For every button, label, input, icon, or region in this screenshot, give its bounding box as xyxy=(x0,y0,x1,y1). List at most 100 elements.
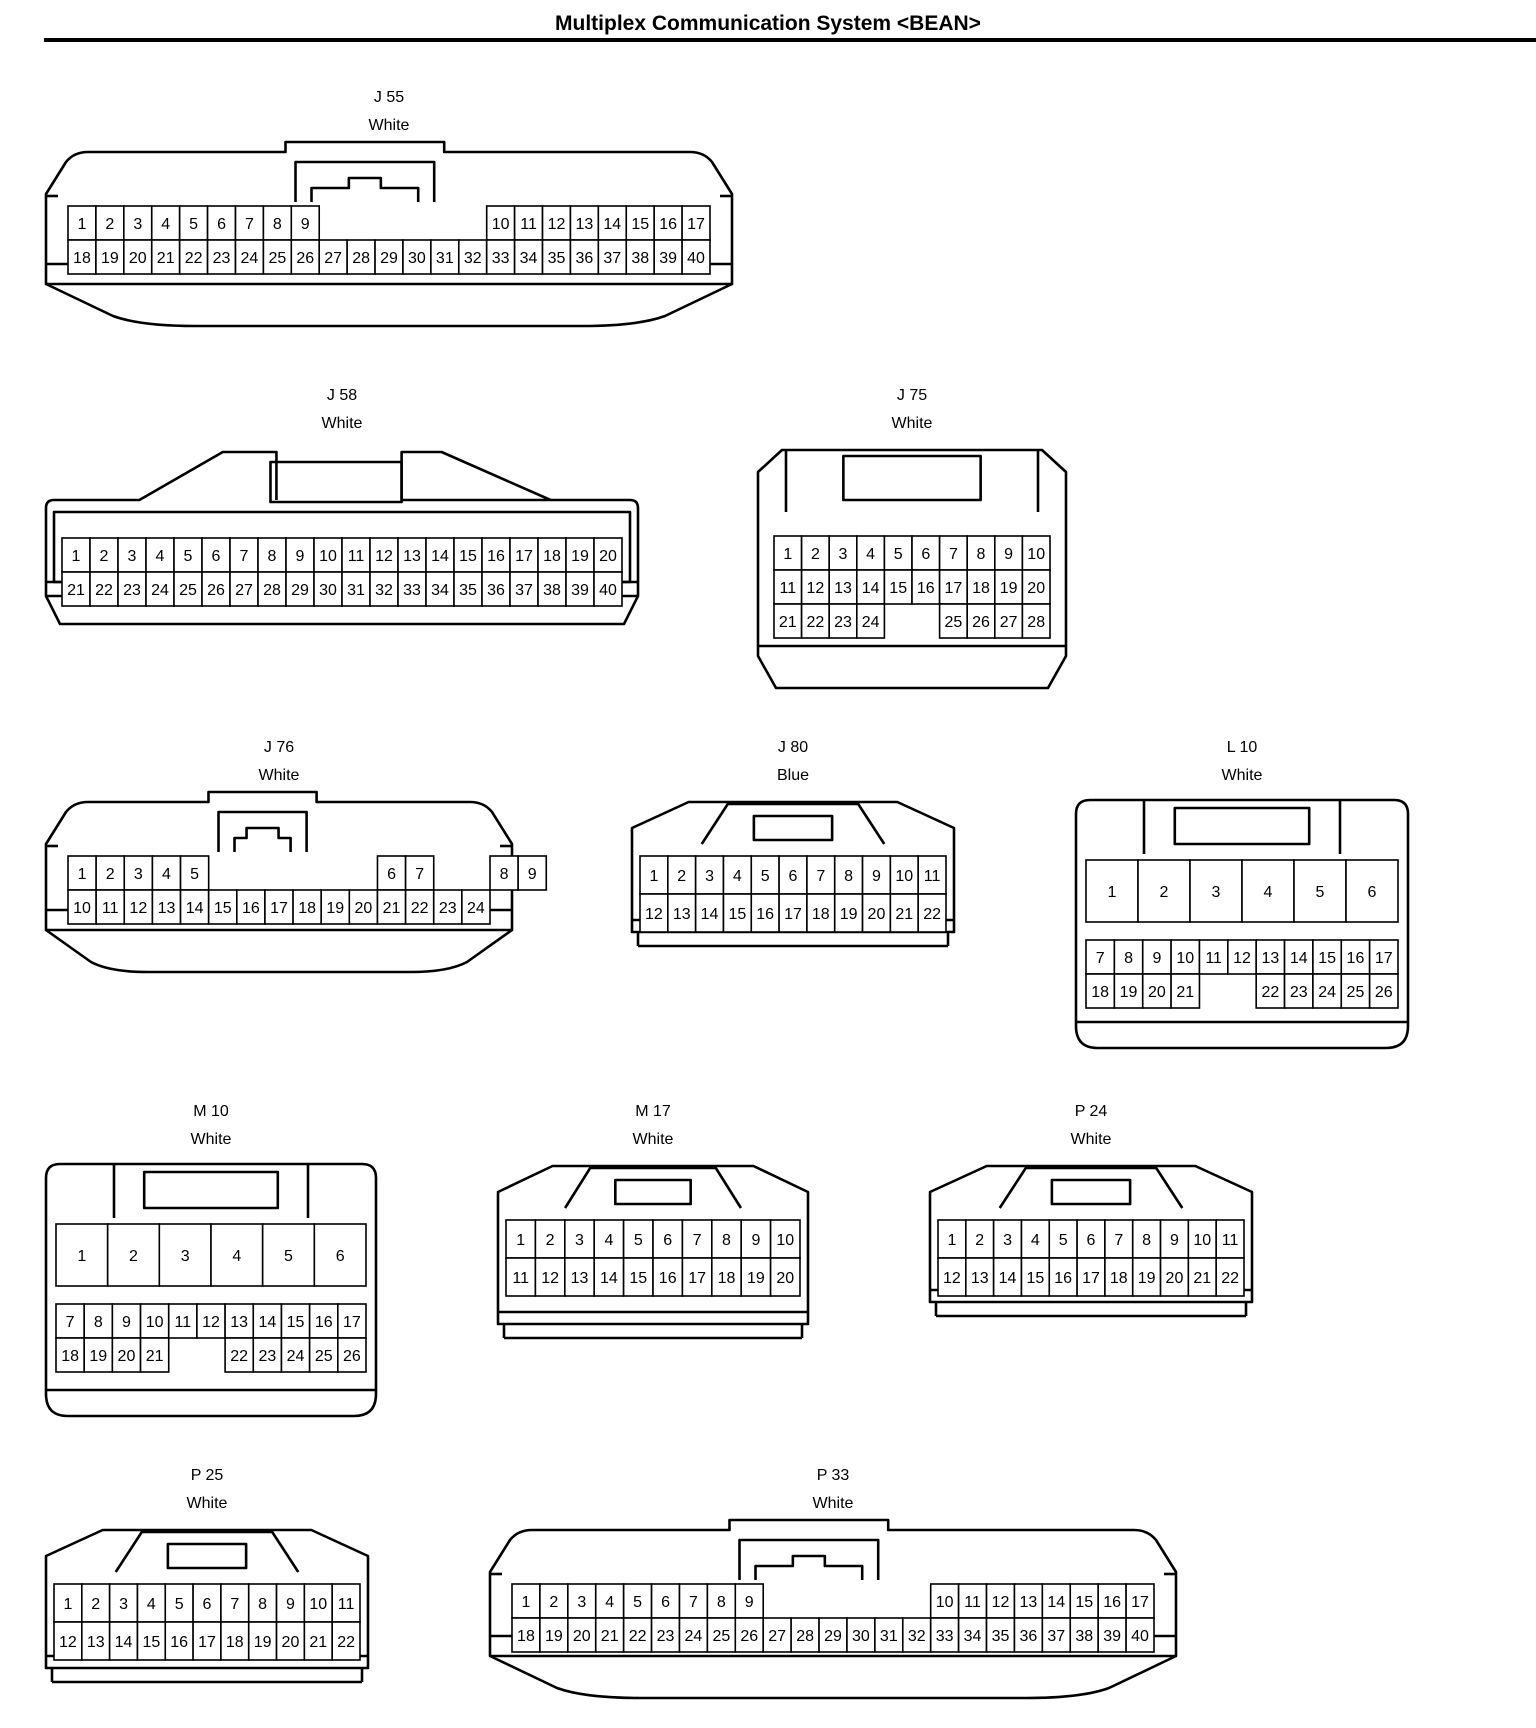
pin-cell: 17 xyxy=(192,1621,222,1661)
svg-text:25: 25 xyxy=(179,582,197,599)
svg-text:39: 39 xyxy=(571,582,589,599)
svg-text:39: 39 xyxy=(659,250,677,267)
pin-cell-large: 3 xyxy=(158,1223,212,1287)
svg-text:12: 12 xyxy=(375,548,393,565)
pin-cell: 18 xyxy=(292,889,322,925)
pin-cell: 3 xyxy=(992,1219,1023,1259)
svg-text:15: 15 xyxy=(142,1634,160,1651)
svg-text:1: 1 xyxy=(783,546,792,563)
pin-cell: 25 xyxy=(262,239,293,275)
svg-text:27: 27 xyxy=(1000,614,1018,631)
svg-text:1: 1 xyxy=(78,216,87,233)
pin-cell: 9 xyxy=(740,1219,772,1259)
connector-id: M 17 xyxy=(635,1103,671,1120)
pin-cell-large: 3 xyxy=(1189,859,1243,923)
svg-text:3: 3 xyxy=(839,546,848,563)
pin-cell: 15 xyxy=(1069,1583,1099,1619)
pin-cell: 22 xyxy=(917,893,947,933)
svg-text:3: 3 xyxy=(134,866,143,883)
svg-text:13: 13 xyxy=(1261,950,1279,967)
pin-cell: 39 xyxy=(1097,1617,1127,1653)
svg-text:5: 5 xyxy=(189,216,198,233)
connector-color: White xyxy=(1221,767,1263,784)
pin-cell: 8 xyxy=(489,855,519,891)
svg-text:7: 7 xyxy=(240,548,249,565)
pin-cell: 23 xyxy=(650,1617,681,1653)
pin-cell: 8 xyxy=(706,1583,737,1619)
pin-cell: 23 xyxy=(1283,973,1314,1009)
svg-text:7: 7 xyxy=(415,866,424,883)
svg-text:13: 13 xyxy=(403,548,421,565)
pin-cell: 16 xyxy=(1097,1583,1127,1619)
pin-cell: 20 xyxy=(567,1617,597,1653)
svg-text:25: 25 xyxy=(945,614,963,631)
svg-text:7: 7 xyxy=(816,868,825,885)
pin-cell: 10 xyxy=(67,889,97,925)
svg-text:9: 9 xyxy=(528,866,537,883)
svg-text:37: 37 xyxy=(515,582,533,599)
pin-cell: 9 xyxy=(111,1303,142,1339)
svg-text:28: 28 xyxy=(1027,614,1045,631)
pin-cell: 5 xyxy=(1048,1219,1078,1259)
pin-cell: 19 xyxy=(95,239,125,275)
svg-text:4: 4 xyxy=(147,1596,156,1613)
svg-text:22: 22 xyxy=(185,250,203,267)
svg-text:18: 18 xyxy=(543,548,561,565)
svg-text:9: 9 xyxy=(1170,1232,1179,1249)
svg-text:6: 6 xyxy=(203,1596,212,1613)
svg-text:5: 5 xyxy=(894,546,903,563)
svg-text:9: 9 xyxy=(296,548,305,565)
svg-text:17: 17 xyxy=(515,548,533,565)
svg-text:38: 38 xyxy=(631,250,649,267)
connector-color: White xyxy=(368,117,410,134)
pin-cell: 11 xyxy=(917,855,947,895)
pin-cell: 16 xyxy=(652,1257,684,1297)
pin-cell: 3 xyxy=(123,205,153,241)
pin-cell: 11 xyxy=(505,1257,537,1297)
page-title: Multiplex Communication System <BEAN> xyxy=(555,12,981,35)
svg-text:4: 4 xyxy=(733,868,742,885)
svg-text:11: 11 xyxy=(964,1594,981,1611)
svg-text:8: 8 xyxy=(717,1594,726,1611)
pin-cell: 22 xyxy=(178,239,209,275)
housing xyxy=(44,1162,378,1418)
svg-text:11: 11 xyxy=(175,1314,192,1331)
svg-text:38: 38 xyxy=(543,582,561,599)
pin-cell: 17 xyxy=(337,1303,367,1339)
svg-text:34: 34 xyxy=(964,1628,982,1645)
pin-cell: 14 xyxy=(1283,939,1314,975)
pin-cell: 15 xyxy=(1020,1257,1051,1297)
pin-cell: 3 xyxy=(694,855,725,895)
svg-text:30: 30 xyxy=(408,250,426,267)
pin-cell: 7 xyxy=(220,1583,250,1623)
pin-cell: 32 xyxy=(369,571,399,607)
pin-cell: 21 xyxy=(594,1617,625,1653)
svg-text:14: 14 xyxy=(999,1270,1017,1287)
pin-cell: 1 xyxy=(53,1583,83,1623)
pin-cell: 17 xyxy=(1125,1583,1155,1619)
pin-cell: 33 xyxy=(485,239,516,275)
svg-text:10: 10 xyxy=(492,216,510,233)
svg-text:21: 21 xyxy=(383,900,401,917)
connector-id: P 25 xyxy=(190,1467,224,1484)
svg-text:10: 10 xyxy=(309,1596,327,1613)
svg-text:11: 11 xyxy=(924,868,941,885)
svg-text:3: 3 xyxy=(119,1596,128,1613)
svg-text:22: 22 xyxy=(1261,984,1279,1001)
svg-text:40: 40 xyxy=(687,250,705,267)
pin-cell: 15 xyxy=(722,893,753,933)
svg-text:3: 3 xyxy=(181,1248,190,1265)
svg-text:2: 2 xyxy=(677,868,686,885)
pin-cell: 28 xyxy=(1021,603,1051,639)
pin-cell: 8 xyxy=(711,1219,743,1259)
svg-text:19: 19 xyxy=(1138,1270,1156,1287)
pin-cell: 9 xyxy=(517,855,548,891)
pin-cell: 26 xyxy=(734,1617,765,1653)
svg-text:27: 27 xyxy=(324,250,342,267)
pin-cell: 12 xyxy=(937,1257,967,1297)
svg-text:15: 15 xyxy=(1026,1270,1044,1287)
